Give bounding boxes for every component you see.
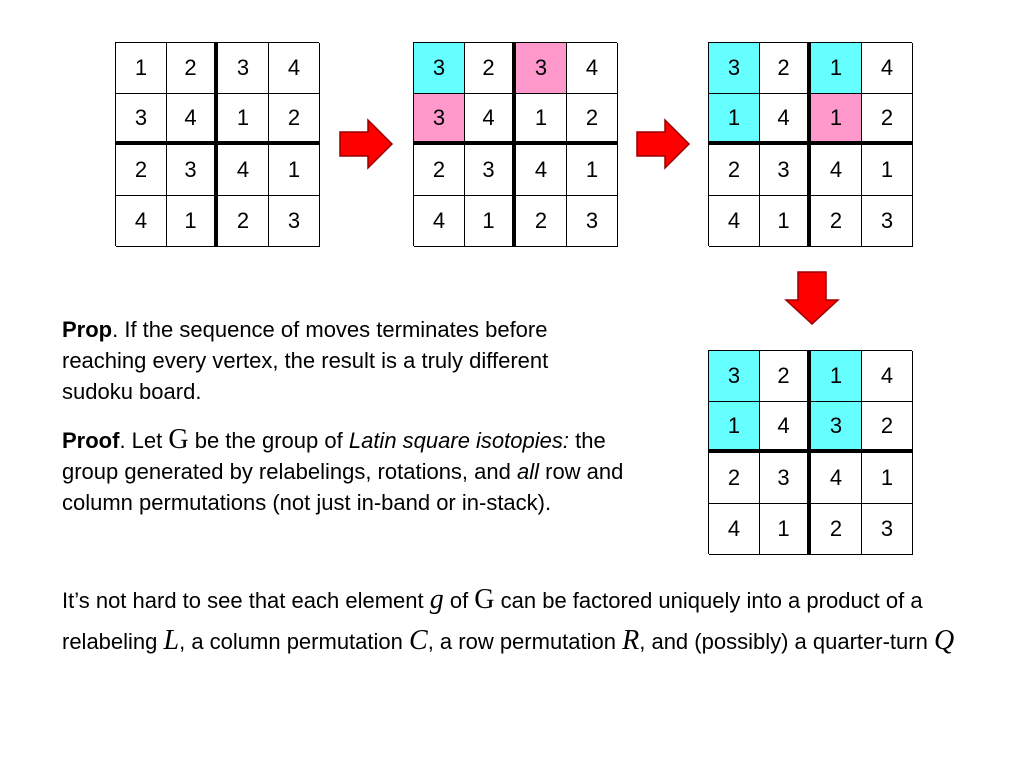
board-cell: 1 bbox=[218, 94, 269, 145]
symbol-Q: Q bbox=[933, 625, 955, 656]
board-cell: 1 bbox=[811, 351, 862, 402]
board-cell: 3 bbox=[567, 196, 618, 247]
factor-p6: , and (possibly) a quarter-turn bbox=[639, 629, 934, 654]
board-cell: 1 bbox=[567, 145, 618, 196]
symbol-C: C bbox=[409, 625, 428, 656]
board-cell: 1 bbox=[862, 145, 913, 196]
proof-rest: row and column permutations (not just in… bbox=[62, 459, 624, 515]
factor-p4: , a column permutation bbox=[179, 629, 409, 654]
board-cell: 3 bbox=[414, 94, 465, 145]
board-cell: 2 bbox=[862, 402, 913, 453]
factor-p2: of bbox=[443, 588, 475, 613]
factor-p3: can be factored uniquely into a product … bbox=[62, 588, 923, 654]
board-cell: 4 bbox=[167, 94, 218, 145]
board-cell: 3 bbox=[862, 196, 913, 247]
board-cell: 4 bbox=[414, 196, 465, 247]
group-symbol-G: G bbox=[474, 584, 495, 615]
board-cell: 3 bbox=[760, 453, 811, 504]
board-cell: 1 bbox=[465, 196, 516, 247]
board-cell: 1 bbox=[709, 94, 760, 145]
board-cell: 3 bbox=[269, 196, 320, 247]
board-cell: 3 bbox=[116, 94, 167, 145]
board-cell: 3 bbox=[516, 43, 567, 94]
proof-label: Proof bbox=[62, 428, 120, 453]
factor-p1: It’s not hard to see that each element bbox=[62, 588, 430, 613]
board-cell: 4 bbox=[760, 94, 811, 145]
proof-all: all bbox=[516, 459, 539, 484]
down-arrow-icon bbox=[784, 271, 840, 326]
board-cell: 2 bbox=[709, 453, 760, 504]
board-cell: 3 bbox=[167, 145, 218, 196]
proof-line2: the group generated by relabelings, rota… bbox=[62, 428, 606, 484]
element-g: g bbox=[429, 584, 444, 615]
board-cell: 4 bbox=[862, 351, 913, 402]
board-cell: 2 bbox=[760, 351, 811, 402]
proof-mid: be the group of bbox=[188, 428, 349, 453]
board-cell: 2 bbox=[862, 94, 913, 145]
factor-p5: , a row permutation bbox=[427, 629, 623, 654]
board-cell: 2 bbox=[811, 196, 862, 247]
board-cell: 3 bbox=[465, 145, 516, 196]
board-cell: 1 bbox=[811, 43, 862, 94]
right-arrow-icon bbox=[339, 118, 394, 170]
prop-text: . If the sequence of moves terminates be… bbox=[62, 317, 549, 404]
board-cell: 2 bbox=[218, 196, 269, 247]
board-cell: 1 bbox=[269, 145, 320, 196]
board-cell: 4 bbox=[516, 145, 567, 196]
group-symbol-G: G bbox=[168, 424, 189, 455]
board-cell: 3 bbox=[709, 43, 760, 94]
board-cell: 4 bbox=[811, 453, 862, 504]
board-cell: 2 bbox=[167, 43, 218, 94]
board-cell: 1 bbox=[862, 453, 913, 504]
proof-let: . Let bbox=[119, 428, 169, 453]
board-cell: 2 bbox=[567, 94, 618, 145]
board-cell: 4 bbox=[465, 94, 516, 145]
board-cell: 1 bbox=[811, 94, 862, 145]
board-cell: 3 bbox=[811, 402, 862, 453]
board-cell: 4 bbox=[269, 43, 320, 94]
board-cell: 2 bbox=[269, 94, 320, 145]
board-cell: 1 bbox=[516, 94, 567, 145]
board-cell: 3 bbox=[414, 43, 465, 94]
board-cell: 2 bbox=[709, 145, 760, 196]
board-cell: 2 bbox=[116, 145, 167, 196]
board-cell: 4 bbox=[811, 145, 862, 196]
prop-paragraph: Prop. If the sequence of moves terminate… bbox=[62, 314, 562, 407]
board-cell: 2 bbox=[414, 145, 465, 196]
board-cell: 3 bbox=[218, 43, 269, 94]
board-cell: 1 bbox=[167, 196, 218, 247]
board-cell: 4 bbox=[760, 402, 811, 453]
board-cell: 2 bbox=[760, 43, 811, 94]
board-cell: 1 bbox=[760, 196, 811, 247]
board-cell: 4 bbox=[709, 196, 760, 247]
symbol-L: L bbox=[163, 625, 180, 656]
board-cell: 4 bbox=[567, 43, 618, 94]
proof-italic: Latin square isotopies: bbox=[348, 428, 569, 453]
proof-paragraph: Proof. Let G be the group of Latin squar… bbox=[62, 424, 662, 518]
prop-label: Prop bbox=[62, 317, 113, 342]
board-cell: 4 bbox=[709, 504, 760, 555]
board-cell: 2 bbox=[465, 43, 516, 94]
board-cell: 4 bbox=[862, 43, 913, 94]
board-cell: 4 bbox=[116, 196, 167, 247]
board-cell: 2 bbox=[516, 196, 567, 247]
board-cell: 4 bbox=[218, 145, 269, 196]
board-cell: 1 bbox=[709, 402, 760, 453]
board-cell: 3 bbox=[760, 145, 811, 196]
board-cell: 3 bbox=[862, 504, 913, 555]
factor-paragraph: It’s not hard to see that each element g… bbox=[62, 580, 962, 662]
board-cell: 1 bbox=[116, 43, 167, 94]
board-cell: 1 bbox=[760, 504, 811, 555]
right-arrow-icon bbox=[636, 118, 691, 170]
board-cell: 2 bbox=[811, 504, 862, 555]
symbol-R: R bbox=[622, 625, 640, 656]
board-cell: 3 bbox=[709, 351, 760, 402]
